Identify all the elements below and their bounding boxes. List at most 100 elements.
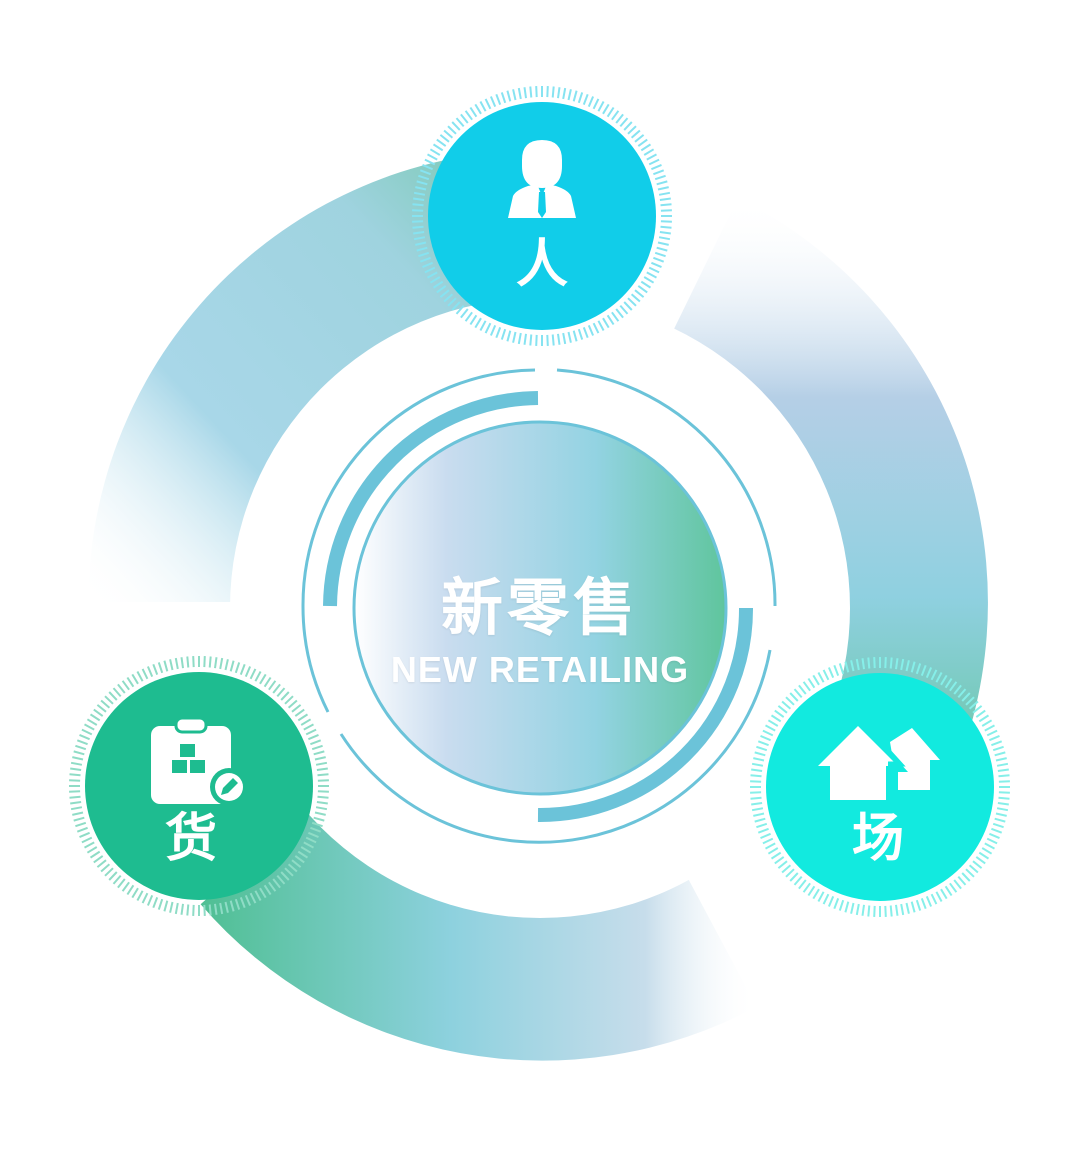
halo-tick	[418, 174, 430, 181]
halo-tick	[121, 881, 130, 892]
halo-tick	[495, 93, 502, 105]
halo-tick	[76, 826, 88, 833]
halo-tick	[627, 297, 637, 307]
halo-tick	[557, 333, 561, 345]
halo-tick	[838, 663, 845, 675]
halo-tick	[827, 896, 835, 907]
halo-tick	[753, 812, 765, 817]
halo-tick	[660, 209, 672, 212]
halo-tick	[770, 851, 782, 860]
halo-tick	[70, 806, 83, 811]
halo-tick	[311, 744, 323, 751]
halo-tick	[163, 900, 169, 912]
halo-tick	[436, 285, 447, 294]
halo-tick	[762, 837, 774, 845]
halo-tick	[998, 796, 1010, 800]
halo-tick	[317, 795, 329, 799]
halo-tick	[479, 101, 487, 112]
halo-tick	[997, 802, 1009, 806]
halo-tick	[280, 691, 290, 701]
halo-tick	[70, 801, 82, 805]
halo-tick	[412, 209, 424, 212]
halo-tick	[756, 822, 768, 829]
halo-tick	[651, 261, 662, 269]
halo-tick	[249, 892, 257, 904]
halo-tick	[807, 677, 816, 689]
halo-tick	[108, 871, 118, 881]
halo-tick	[905, 902, 910, 914]
halo-tick	[910, 901, 916, 913]
halo-tick	[577, 92, 584, 104]
halo-tick	[451, 301, 461, 311]
halo-tick	[634, 134, 645, 143]
halo-tick	[984, 842, 995, 850]
halo-tick	[889, 905, 893, 917]
halo-tick	[627, 125, 637, 135]
halo-tick	[597, 320, 605, 331]
halo-tick	[619, 304, 629, 315]
halo-tick	[317, 779, 329, 782]
halo-tick	[297, 713, 309, 722]
halo-tick	[500, 92, 507, 104]
halo-tick	[291, 859, 302, 868]
halo-tick	[272, 683, 281, 694]
halo-tick	[303, 723, 314, 731]
halo-tick	[592, 322, 600, 334]
halo-tick	[582, 327, 589, 339]
halo-tick	[757, 740, 769, 747]
halo-tick	[648, 266, 660, 274]
halo-tick	[996, 762, 1009, 767]
halo-tick	[464, 311, 473, 322]
halo-tick	[838, 899, 845, 911]
halo-tick	[833, 898, 840, 910]
halo-tick	[623, 301, 633, 311]
halo-tick	[136, 890, 144, 901]
outer-ring-sector-top	[88, 154, 508, 602]
halo-tick	[517, 87, 522, 100]
halo-tick	[484, 98, 492, 110]
halo-tick	[424, 266, 436, 274]
halo-tick	[517, 332, 522, 345]
halo-tick	[474, 103, 482, 115]
halo-tick	[451, 121, 461, 131]
halo-tick	[244, 666, 252, 677]
halo-tick	[957, 688, 967, 699]
halo-tick	[774, 709, 785, 718]
halo-tick	[750, 780, 762, 783]
halo-tick	[460, 308, 469, 319]
halo-tick	[648, 158, 660, 166]
halo-tick	[850, 902, 855, 914]
halo-tick	[855, 658, 860, 671]
halo-tick	[254, 671, 262, 682]
halo-tick	[640, 280, 652, 289]
place-tick-halo	[750, 657, 1010, 917]
halo-tick	[754, 817, 766, 823]
halo-tick	[789, 692, 799, 702]
halo-tick	[989, 734, 1000, 742]
halo-tick	[529, 86, 533, 98]
halo-tick	[100, 699, 111, 709]
halo-tick	[802, 681, 811, 692]
halo-tick	[84, 841, 95, 849]
halo-tick	[760, 734, 771, 742]
halo-tick	[294, 855, 305, 864]
halo-tick	[944, 885, 953, 897]
halo-tick	[214, 903, 218, 915]
halo-tick	[284, 867, 294, 877]
halo-tick	[254, 890, 262, 901]
halo-tick	[186, 904, 190, 916]
halo-tick	[562, 87, 567, 100]
halo-tick	[611, 311, 620, 322]
halo-tick	[995, 812, 1007, 817]
halo-tick	[978, 714, 990, 723]
halo-tick	[855, 903, 860, 916]
halo-tick	[249, 668, 257, 680]
halo-tick	[989, 832, 1000, 840]
halo-tick	[89, 850, 101, 859]
halo-tick	[822, 669, 830, 681]
halo-tick	[427, 153, 438, 161]
halo-tick	[986, 837, 998, 845]
halo-tick	[313, 816, 325, 822]
halo-tick	[263, 884, 272, 896]
